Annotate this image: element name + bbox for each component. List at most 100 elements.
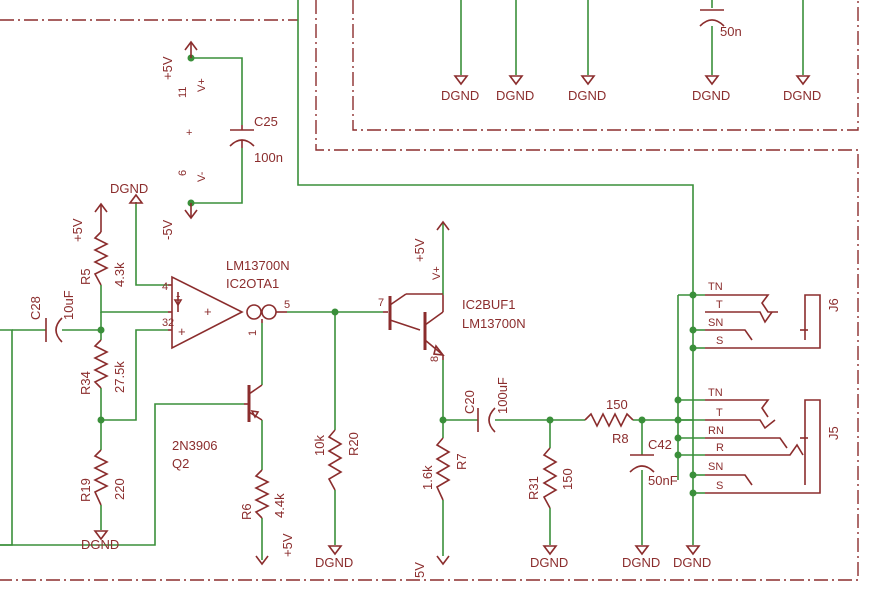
r8-value: 150 <box>606 397 628 412</box>
r20-name: R20 <box>346 432 361 456</box>
dgnd-label: DGND <box>783 88 821 103</box>
j5-name: J5 <box>826 426 841 440</box>
ctop-value: 50n <box>720 24 742 39</box>
j5-pin-s: S <box>716 480 723 492</box>
dgnd-symbol <box>327 545 343 556</box>
ota-pin4: 4 <box>162 281 168 293</box>
c28-name: C28 <box>28 296 43 320</box>
capacitor-c42[interactable] <box>629 454 655 473</box>
jack-j6[interactable] <box>705 294 821 349</box>
dgnd-label: DGND <box>315 555 353 570</box>
resistor-r5[interactable] <box>93 231 109 286</box>
q2-value: 2N3906 <box>172 438 218 453</box>
minus5v-label: -5V <box>160 219 175 240</box>
plus5v-label: +5V <box>280 533 295 557</box>
pin-plus: + <box>186 127 192 139</box>
plus5v-label: +5V <box>412 238 427 262</box>
pin-vplus: V+ <box>196 78 208 92</box>
resistor-r7[interactable] <box>435 437 451 501</box>
r19-name: R19 <box>78 478 93 502</box>
r6-name: R6 <box>239 503 254 520</box>
r7-value: 1.6k <box>420 465 435 490</box>
resistor-r19[interactable] <box>93 449 109 506</box>
resistor-r20[interactable] <box>327 429 343 491</box>
capacitor-c25[interactable] <box>229 125 255 148</box>
ota-pin5: 5 <box>284 299 290 311</box>
dgnd-symbol <box>508 75 524 86</box>
dgnd-label: DGND <box>81 537 119 552</box>
ota-pin1: 1 <box>247 330 259 336</box>
r31-name: R31 <box>526 476 541 500</box>
ota-pin2: 2 <box>168 317 174 329</box>
j6-pin-s: S <box>716 335 723 347</box>
j6-name: J6 <box>826 298 841 312</box>
ground-symbols <box>93 75 811 556</box>
ota-value: LM13700N <box>226 258 290 273</box>
ota-plus: + <box>204 304 212 319</box>
j6-pin-t: T <box>716 299 723 311</box>
buf-name: IC2BUF1 <box>462 297 515 312</box>
j5-pin-sn: SN <box>708 461 723 473</box>
pin-vminus: V- <box>196 171 208 182</box>
buf-pin7: 7 <box>378 297 384 309</box>
j6-pin-tn: TN <box>708 281 723 293</box>
plus5v-label: +5V <box>160 56 175 80</box>
pin-11: 11 <box>177 87 189 98</box>
dgnd-symbol <box>580 75 596 86</box>
dgnd-symbol <box>634 545 650 556</box>
resistor-r34[interactable] <box>93 339 109 389</box>
r5-name: R5 <box>78 268 93 285</box>
capacitor-top[interactable] <box>699 9 725 27</box>
c42-name: C42 <box>648 437 672 452</box>
q2-name: Q2 <box>172 456 189 471</box>
c28-value: 10uF <box>61 290 76 320</box>
r7-name: R7 <box>454 453 469 470</box>
ota-name: IC2OTA1 <box>226 276 279 291</box>
ota-pin3: 3 <box>162 317 168 329</box>
ota-ic2ota1[interactable] <box>168 275 287 350</box>
pin-6: 6 <box>177 170 189 176</box>
dgnd-symbol <box>685 545 701 556</box>
dgnd-symbol <box>128 193 144 204</box>
junctions <box>97 54 697 497</box>
c25-name: C25 <box>254 114 278 129</box>
buffer-ic2buf1[interactable] <box>383 293 445 360</box>
r5-value: 4.3k <box>112 262 127 287</box>
c42-value: 50nF <box>648 473 678 488</box>
transistor-q2[interactable] <box>244 384 263 422</box>
dgnd-symbol <box>704 75 720 86</box>
jack-j5[interactable] <box>705 399 821 494</box>
r6-value: 4.4k <box>272 493 287 518</box>
capacitor-c20[interactable] <box>477 407 496 433</box>
dgnd-label: DGND <box>530 555 568 570</box>
dgnd-label: DGND <box>110 181 148 196</box>
j6-pin-sn: SN <box>708 317 723 329</box>
dgnd-label: DGND <box>622 555 660 570</box>
resistor-r6[interactable] <box>254 469 270 519</box>
dgnd-symbol <box>453 75 469 86</box>
dgnd-label: DGND <box>673 555 711 570</box>
resistor-r8[interactable] <box>584 412 634 428</box>
dgnd-symbol <box>93 530 109 541</box>
dgnd-label: DGND <box>568 88 606 103</box>
capacitor-c28[interactable] <box>45 317 63 343</box>
supply-symbols <box>94 40 450 566</box>
buf-pin8: 8 <box>429 356 441 362</box>
r20-value: 10k <box>312 435 327 456</box>
c25-value: 100n <box>254 150 283 165</box>
r34-value: 27.5k <box>112 361 127 393</box>
r8-name: R8 <box>612 431 629 446</box>
buf-value: LM13700N <box>462 316 526 331</box>
dgnd-symbol <box>795 75 811 86</box>
j5-pin-rn: RN <box>708 425 724 437</box>
resistor-r31[interactable] <box>542 447 558 509</box>
j5-pin-r: R <box>716 442 724 454</box>
component-labels: 11 V+ + 6 V- C25 100n 50n C28 10uF R5 4.… <box>28 24 841 520</box>
dgnd-label: DGND <box>496 88 534 103</box>
j5-pin-t: T <box>716 407 723 419</box>
dgnd-symbol <box>542 545 558 556</box>
five-v-label: 5V <box>412 562 427 578</box>
c20-name: C20 <box>462 390 477 414</box>
r19-value: 220 <box>112 478 127 500</box>
